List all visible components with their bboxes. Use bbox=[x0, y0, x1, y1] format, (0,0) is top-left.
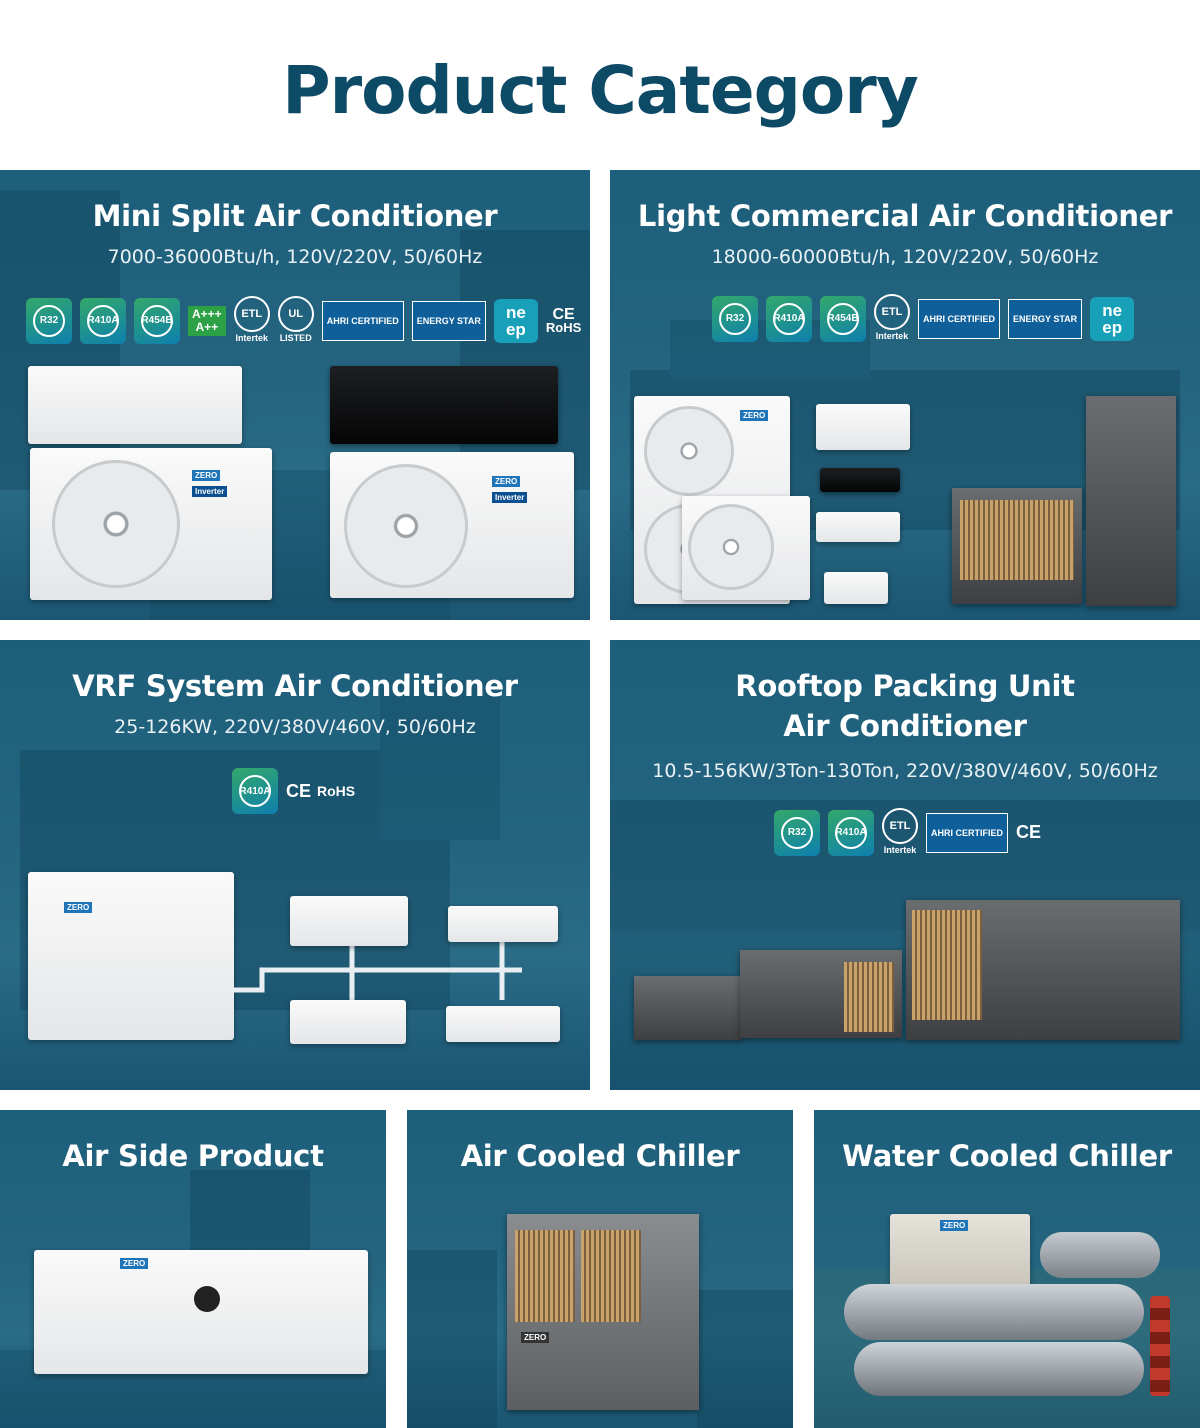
ceiling-unit bbox=[290, 1000, 406, 1044]
ceiling-floor-unit bbox=[816, 512, 900, 542]
shell-tube-vessel bbox=[854, 1342, 1144, 1396]
card-title: Mini Split Air Conditioner bbox=[92, 199, 498, 233]
wall-unit bbox=[446, 1006, 560, 1042]
card-title: VRF System Air Conditioner bbox=[72, 669, 518, 703]
ce-mark-icon: CE bbox=[1016, 822, 1042, 842]
cassette-unit bbox=[290, 896, 408, 946]
cert-badges: R32 R410A R454B ETL Intertek AHRI CERTIF… bbox=[712, 294, 1135, 343]
card-vrf-system[interactable]: VRF System Air Conditioner 25-126KW, 220… bbox=[0, 640, 590, 1090]
energy-star-icon: ENERGY STAR bbox=[1008, 298, 1083, 339]
card-title: Air Side Product bbox=[62, 1139, 324, 1173]
refrigerant-pipes-icon bbox=[232, 940, 522, 1000]
brand-logo: ZERO bbox=[492, 476, 521, 487]
air-handler-unit bbox=[1086, 396, 1176, 606]
rooftop-unit-small bbox=[634, 976, 742, 1040]
rooftop-unit-medium bbox=[740, 950, 902, 1038]
fan-icon bbox=[688, 504, 774, 590]
page-title: Product Category bbox=[282, 52, 919, 129]
packaged-condenser bbox=[952, 488, 1082, 604]
fan-icon bbox=[194, 1286, 220, 1312]
ul-mark-icon: UL LISTED bbox=[277, 296, 314, 345]
refrigerant-leaf-icon: R410A bbox=[766, 295, 812, 342]
refrigerant-leaf-icon: R454B bbox=[820, 295, 866, 342]
inverter-label: Inverter bbox=[492, 492, 528, 503]
etl-mark-icon: ETL Intertek bbox=[233, 296, 270, 345]
fan-icon bbox=[344, 464, 468, 588]
inverter-label: Inverter bbox=[192, 486, 228, 497]
card-spec: 10.5-156KW/3Ton-130Ton, 220V/380V/460V, … bbox=[652, 760, 1158, 782]
etl-mark-icon: ETL Intertek bbox=[874, 294, 910, 343]
duct-unit bbox=[448, 906, 558, 942]
coil-grille bbox=[515, 1230, 575, 1322]
cert-badges: R32 R410A R454B A+++A++ ETL Intertek UL … bbox=[26, 296, 581, 345]
refrigerant-leaf-icon: R410A bbox=[80, 297, 126, 344]
outdoor-unit-small bbox=[682, 496, 810, 600]
card-spec: 18000-60000Btu/h, 120V/220V, 50/60Hz bbox=[711, 246, 1099, 268]
refrigerant-leaf-icon: R32 bbox=[774, 809, 820, 856]
brand-logo: ZERO bbox=[940, 1220, 969, 1231]
duct-unit bbox=[820, 468, 900, 492]
chiller-control-panel: ZERO bbox=[890, 1214, 1030, 1286]
neep-logo-icon: ne ep bbox=[493, 298, 538, 343]
card-air-side-product[interactable]: Air Side Product ZERO bbox=[0, 1110, 386, 1428]
ce-mark-icon: CE RoHS bbox=[286, 780, 356, 801]
rooftop-unit-large bbox=[906, 900, 1180, 1040]
cert-badges: R410A CE RoHS bbox=[232, 768, 355, 814]
air-cooled-chiller-unit: ZERO bbox=[507, 1214, 699, 1410]
ahri-certified-badge: AHRI CERTIFIED bbox=[321, 300, 404, 341]
energy-rating-badge: A+++A++ bbox=[188, 305, 226, 336]
coil-grille bbox=[960, 500, 1074, 580]
compressor-icon bbox=[1040, 1232, 1160, 1278]
card-title: Water Cooled Chiller bbox=[842, 1139, 1172, 1173]
building-background-icon bbox=[407, 1250, 793, 1428]
refrigerant-leaf-icon: R410A bbox=[232, 768, 278, 814]
brand-logo: ZERO bbox=[192, 470, 221, 481]
refrigerant-leaf-icon: R454B bbox=[134, 297, 180, 344]
refrigerant-leaf-icon: R32 bbox=[26, 297, 72, 344]
coil-grille bbox=[581, 1230, 641, 1322]
energy-star-icon: ENERGY STAR bbox=[411, 300, 486, 341]
floor-standing-unit bbox=[824, 572, 888, 604]
fan-icon bbox=[644, 406, 734, 496]
air-handling-unit: ZERO bbox=[34, 1250, 368, 1374]
card-air-cooled-chiller[interactable]: Air Cooled Chiller ZERO bbox=[407, 1110, 793, 1428]
card-light-commercial[interactable]: Light Commercial Air Conditioner 18000-6… bbox=[610, 170, 1200, 620]
card-title-line2: Air Conditioner bbox=[783, 709, 1027, 743]
water-pipe-connections bbox=[1150, 1296, 1170, 1396]
coil-grille bbox=[912, 910, 982, 1020]
cassette-unit bbox=[816, 404, 910, 450]
ahri-certified-badge: AHRI CERTIFIED bbox=[918, 298, 1000, 339]
vrf-outdoor-unit: ZERO bbox=[28, 872, 234, 1040]
brand-logo: ZERO bbox=[521, 1332, 550, 1343]
ahri-certified-badge: AHRI CERTIFIED bbox=[926, 812, 1008, 853]
indoor-unit-black bbox=[330, 366, 558, 444]
outdoor-unit-right: ZERO Inverter bbox=[330, 452, 574, 598]
card-spec: 25-126KW, 220V/380V/460V, 50/60Hz bbox=[114, 716, 476, 738]
brand-logo: ZERO bbox=[120, 1258, 149, 1269]
refrigerant-leaf-icon: R32 bbox=[712, 295, 758, 342]
coil-grille bbox=[844, 962, 894, 1032]
fan-icon bbox=[52, 460, 180, 588]
brand-logo: ZERO bbox=[740, 410, 769, 421]
indoor-unit-white bbox=[28, 366, 242, 444]
neep-logo-icon: ne ep bbox=[1090, 296, 1135, 341]
outdoor-unit-left: ZERO Inverter bbox=[30, 448, 272, 600]
etl-mark-icon: ETL Intertek bbox=[882, 808, 918, 857]
refrigerant-leaf-icon: R410A bbox=[828, 809, 874, 856]
shell-tube-vessel bbox=[844, 1284, 1144, 1340]
card-mini-split[interactable]: Mini Split Air Conditioner 7000-36000Btu… bbox=[0, 170, 590, 620]
card-title: Rooftop Packing Unit bbox=[735, 669, 1075, 703]
card-title: Air Cooled Chiller bbox=[460, 1139, 740, 1173]
card-spec: 7000-36000Btu/h, 120V/220V, 50/60Hz bbox=[107, 246, 483, 268]
ce-mark-icon: CE RoHS bbox=[545, 305, 582, 335]
cert-badges: R32 R410A ETL Intertek AHRI CERTIFIED CE bbox=[774, 808, 1041, 857]
card-rooftop-unit[interactable]: Rooftop Packing Unit Air Conditioner 10.… bbox=[610, 640, 1200, 1090]
card-title: Light Commercial Air Conditioner bbox=[637, 199, 1173, 233]
brand-logo: ZERO bbox=[64, 902, 93, 913]
card-water-cooled-chiller[interactable]: Water Cooled Chiller ZERO bbox=[814, 1110, 1200, 1428]
